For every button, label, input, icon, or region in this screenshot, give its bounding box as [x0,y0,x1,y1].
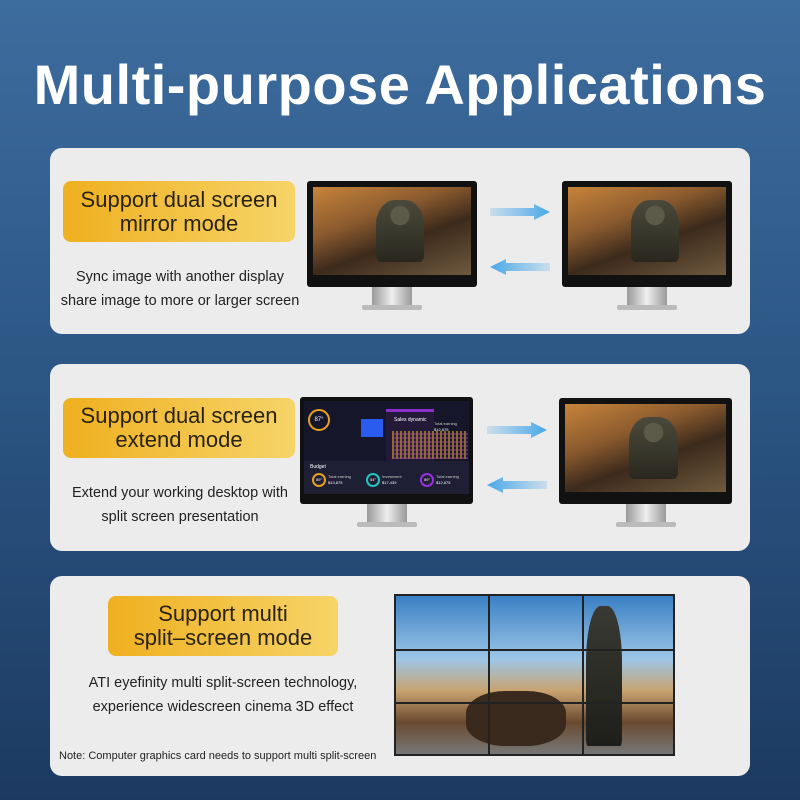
desc-line: Extend your working desktop with [72,485,288,501]
budget-label: Investment [382,474,402,479]
split-screen-label: Support multi split–screen mode [108,596,338,656]
desc-line: Sync image with another display [76,269,284,285]
budget-value: $13,875 [328,480,343,485]
split-screen-description: ATI eyefinity multi split-screen technol… [63,671,383,719]
desc-line: share image to more or larger screen [60,293,300,309]
arrow-right-icon [490,204,550,220]
desc-line: ATI eyefinity multi split-screen technol… [88,675,358,691]
label-line: Support dual screen [80,186,278,212]
budget-label: Total earning [436,474,459,479]
desc-line: split screen presentation [101,509,259,525]
note-text: Note: Computer graphics card needs to su… [59,750,377,762]
label-line: Support multi [158,601,288,626]
label-line: split–screen mode [133,625,313,650]
extend-mode-description: Extend your working desktop with split s… [50,481,310,529]
sales-heading: Sales dynamic [394,417,427,423]
arrow-left-icon [487,477,547,493]
budget-value: $17,439 [382,480,397,485]
top-value: $12,875 [434,427,449,432]
budget-gauge: 89° [312,473,326,487]
budget-gauge: 54° [366,473,380,487]
gauge: 87° [308,409,330,431]
video-wall-image [394,594,675,756]
label-line: Support dual screen [80,403,278,428]
arrow-left-icon [490,259,550,275]
mirror-mode-description: Sync image with another display share im… [50,265,310,313]
page-title: Multi-purpose Applications [33,53,767,116]
mirror-mode-label: Support dual screen mirror mode [63,181,295,242]
label-line: extend mode [115,427,243,452]
budget-heading: Budget [310,464,326,470]
budget-gauge: 89° [420,473,434,487]
budget-label: Total earning [328,474,351,479]
monitor-image [307,181,477,311]
desc-line: experience widescreen cinema 3D effect [92,699,354,715]
arrow-right-icon [487,422,547,438]
label-line: mirror mode [119,210,239,236]
top-label: Total earning [434,421,457,426]
budget-value: $12,875 [436,480,451,485]
extend-mode-label: Support dual screen extend mode [63,398,295,458]
monitor-image [559,398,732,530]
dashboard-monitor-image: 87° Sales dynamic Total earning $12,875 … [300,397,473,530]
monitor-image [562,181,732,311]
